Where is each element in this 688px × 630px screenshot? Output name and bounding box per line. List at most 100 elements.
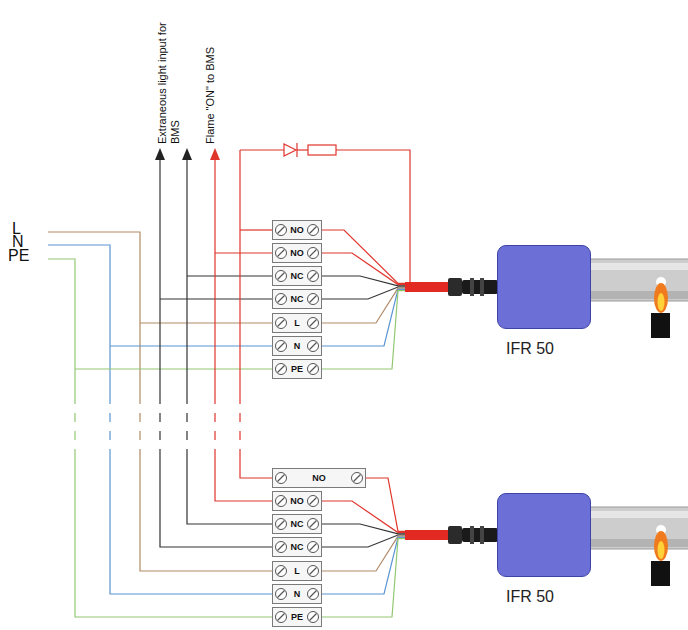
terminal-label: NC <box>291 294 304 304</box>
screw-slot <box>278 227 285 234</box>
terminal: N <box>272 584 322 604</box>
wire-part <box>48 259 75 395</box>
screw-slot <box>310 544 317 551</box>
wire-part <box>405 282 450 292</box>
flame <box>651 277 670 338</box>
screw-head <box>308 318 319 329</box>
wire-part <box>48 232 140 395</box>
screw-slot <box>278 273 285 280</box>
screw-head <box>276 271 287 282</box>
resistor-symbol <box>308 145 336 155</box>
wire-part <box>48 150 410 617</box>
wire-part <box>588 263 688 270</box>
screw-slot <box>278 568 285 575</box>
screw-head <box>276 612 287 623</box>
screw-slot <box>310 498 317 505</box>
terminal-label: N <box>294 341 301 351</box>
screw-head <box>276 341 287 352</box>
terminal-label: L <box>294 566 300 576</box>
terminal-label: NO <box>290 248 304 258</box>
screw-head <box>276 542 287 553</box>
screw-slot <box>278 591 285 598</box>
wire-part <box>239 150 240 395</box>
wire-part <box>109 395 110 450</box>
wire-part <box>240 149 284 150</box>
supply-label: PE <box>8 249 29 263</box>
signal-label: Extraneous light input for BMS <box>156 6 182 144</box>
wire-part <box>187 275 272 276</box>
screw-head <box>276 364 287 375</box>
wire-part <box>284 144 296 156</box>
wire-part <box>654 283 668 313</box>
terminal-label: PE <box>291 364 303 374</box>
wire-part <box>588 539 688 547</box>
wire-part <box>214 160 215 395</box>
wire-part <box>214 395 215 450</box>
screw-head <box>308 496 319 507</box>
terminal-label: N <box>294 589 301 599</box>
flame <box>651 525 670 586</box>
flame-sensor: IFR 50 <box>497 245 591 329</box>
screw-head <box>276 566 287 577</box>
terminal: NO <box>272 468 366 488</box>
screw-head <box>308 248 319 259</box>
arrow-head <box>155 148 165 160</box>
screw-slot <box>310 614 317 621</box>
wire-part <box>239 395 240 450</box>
wire-part <box>470 278 474 296</box>
screw-slot <box>310 227 317 234</box>
screw-head <box>308 294 319 305</box>
screw-head <box>276 589 287 600</box>
screw-slot <box>278 498 285 505</box>
screw-head <box>276 519 287 530</box>
screw-head <box>308 612 319 623</box>
screw-head <box>308 542 319 553</box>
wire-part <box>140 450 272 571</box>
terminal-label: NO <box>312 473 326 483</box>
terminal: L <box>272 561 322 581</box>
signal-wire <box>322 291 497 369</box>
flame-sensor: IFR 50 <box>497 493 591 577</box>
wire-part <box>658 293 665 311</box>
screw-head <box>308 271 319 282</box>
screw-head <box>308 225 319 236</box>
terminal-label: NC <box>291 542 304 552</box>
cable <box>405 278 498 296</box>
screw-slot <box>310 366 317 373</box>
supply-label: N <box>12 235 24 249</box>
screw-slot <box>278 614 285 621</box>
terminal: N <box>272 336 322 356</box>
screw-head <box>276 496 287 507</box>
wire-part <box>405 530 450 540</box>
wire-part <box>296 143 297 157</box>
wire-part <box>480 526 484 544</box>
terminal-label: NO <box>290 225 304 235</box>
wire-part <box>75 450 272 617</box>
terminal-label: NC <box>291 519 304 529</box>
screw-head <box>276 225 287 236</box>
terminal: NC <box>272 514 322 534</box>
wire-part <box>159 160 160 395</box>
supply-label: L <box>12 222 21 236</box>
screw-head <box>308 341 319 352</box>
screw-slot <box>310 250 317 257</box>
wire-part <box>658 541 665 559</box>
signal-wire <box>322 537 497 594</box>
screw-slot <box>310 320 317 327</box>
wire-part <box>215 450 272 501</box>
wire-part <box>336 150 410 287</box>
screw-slot <box>310 521 317 528</box>
terminal-label: PE <box>291 612 303 622</box>
screw-slot <box>310 591 317 598</box>
wire-part <box>297 149 308 150</box>
wire-part <box>186 395 187 450</box>
sensor-tube <box>588 507 688 549</box>
screw-slot <box>310 296 317 303</box>
screw-head <box>276 318 287 329</box>
sensor-tube <box>588 259 688 301</box>
screw-head <box>308 519 319 530</box>
terminal-label: L <box>294 318 300 328</box>
wire-part <box>588 259 688 301</box>
terminal: NO <box>272 220 322 240</box>
